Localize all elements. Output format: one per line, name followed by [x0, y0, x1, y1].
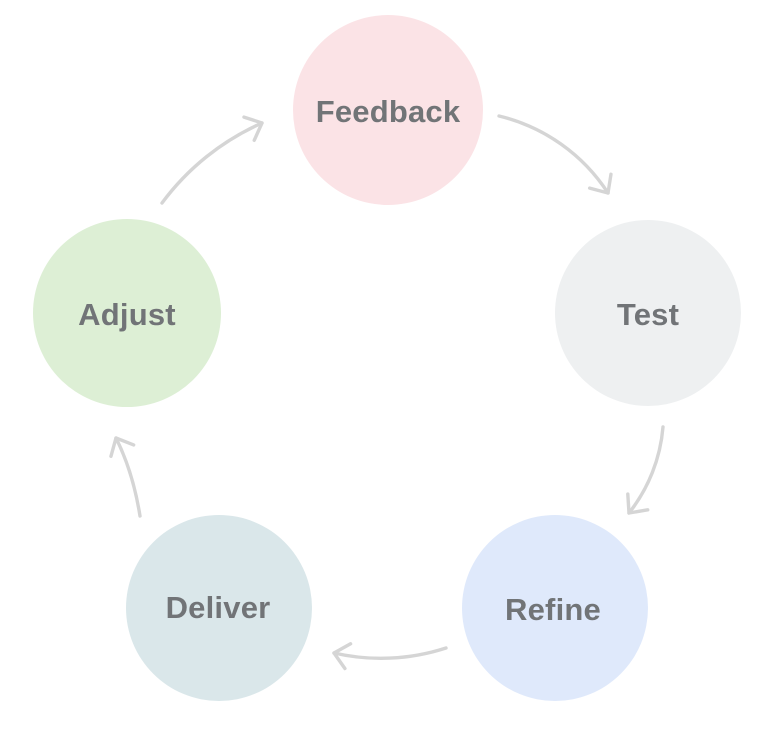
- node-adjust-circle: [33, 219, 221, 407]
- node-deliver-label: Deliver: [166, 590, 271, 625]
- node-test-label: Test: [617, 297, 679, 332]
- arrow-refine-to-deliver-icon: [332, 642, 448, 671]
- node-feedback-label: Feedback: [316, 94, 461, 129]
- arrow-test-to-refine-icon: [626, 425, 665, 515]
- node-adjust-label: Adjust: [78, 297, 176, 332]
- node-test: Test: [555, 220, 741, 406]
- node-adjust: Adjust: [33, 219, 221, 407]
- node-deliver: Deliver: [126, 515, 312, 701]
- node-refine-label: Refine: [505, 592, 601, 627]
- node-refine: Refine: [462, 515, 648, 701]
- node-feedback: Feedback: [293, 15, 483, 205]
- arrow-feedback-to-test-icon: [497, 114, 613, 195]
- node-deliver-circle: [126, 515, 312, 701]
- arrow-deliver-to-adjust-icon: [109, 436, 142, 518]
- arrow-adjust-to-feedback-icon: [160, 115, 264, 205]
- node-refine-circle: [462, 515, 648, 701]
- node-test-circle: [555, 220, 741, 406]
- node-feedback-circle: [293, 15, 483, 205]
